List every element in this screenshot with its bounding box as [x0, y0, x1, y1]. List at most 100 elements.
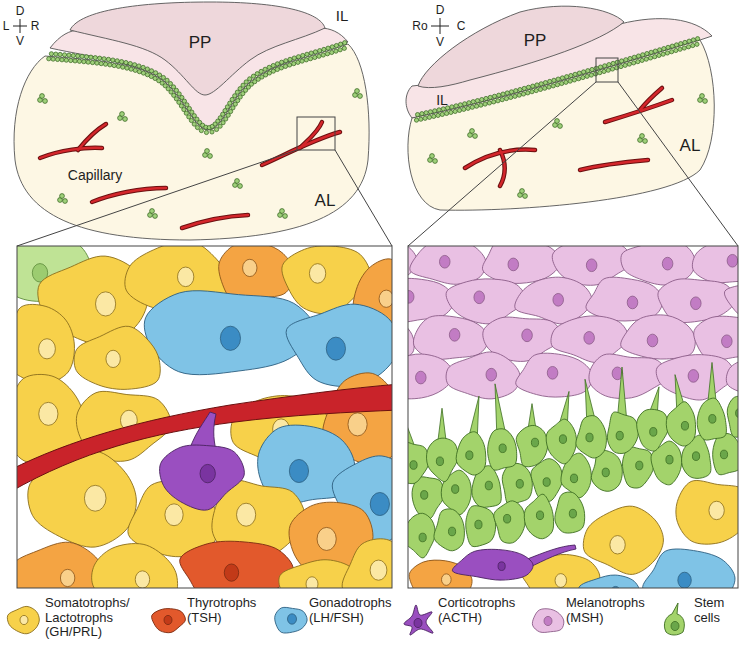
- stem-cell-dot: [292, 56, 296, 60]
- stem-cell-dot: [112, 63, 116, 67]
- stem-cell-dot: [296, 55, 300, 59]
- stem-cell-dot: [283, 214, 288, 219]
- cell-nucleus: [348, 413, 367, 436]
- cell-body: [676, 480, 738, 544]
- cell-nucleus: [584, 332, 595, 345]
- legend-swatch: [275, 607, 307, 633]
- capillary: [605, 100, 672, 122]
- stem-cell-dot: [321, 53, 325, 57]
- capillaries: [40, 88, 672, 228]
- cell-body: [466, 506, 496, 547]
- intermediate-lobe-detail: [408, 246, 738, 588]
- stem-cell-dot: [645, 51, 649, 55]
- stem-cell-dot: [615, 60, 619, 64]
- cell-nucleus: [370, 492, 389, 515]
- stem-cell-dot: [662, 47, 666, 51]
- stem-cell-dot: [238, 87, 242, 91]
- axis-line: [13, 26, 27, 27]
- cell-nucleus: [681, 421, 688, 430]
- stem-cell-dot: [683, 40, 687, 44]
- legend-text: Melanotrophs (MSH): [566, 596, 650, 625]
- cell-body: [160, 445, 245, 510]
- stem-cell-dot: [161, 75, 165, 79]
- stem-cell-dot: [623, 63, 627, 67]
- stem-cell-row: [414, 37, 699, 123]
- legend-item: Stem cells: [656, 596, 744, 642]
- cell-nucleus: [289, 459, 308, 482]
- stem-cell-dot: [636, 54, 640, 58]
- stem-cell-dot: [462, 107, 466, 111]
- stem-cell-dot: [696, 37, 700, 41]
- cell-body: [408, 442, 429, 484]
- stem-cell-dot: [157, 73, 161, 77]
- stem-cell-dot: [428, 110, 432, 114]
- legend-text: Somatotrophs/ Lactotrophs (GH/PRL): [45, 596, 141, 640]
- stem-cell-dot: [526, 91, 530, 95]
- zoom-box: [596, 58, 618, 82]
- stem-cell-dot: [77, 59, 81, 63]
- cell-nucleus: [439, 255, 450, 268]
- stem-cell-dot: [520, 189, 525, 194]
- legend-text: Stem cells: [694, 596, 744, 625]
- stem-cell-dot: [488, 95, 492, 99]
- stem-cell-dot: [208, 154, 213, 159]
- cell-nucleus: [317, 527, 336, 550]
- stem-cell-dot: [430, 154, 435, 159]
- stem-cell-dot: [80, 54, 84, 58]
- stem-cell-dot: [450, 105, 454, 109]
- cell-nucleus: [408, 291, 414, 304]
- stem-cell-dot: [55, 57, 59, 61]
- cell-nucleus: [727, 254, 738, 267]
- stem-cell-dot: [538, 87, 542, 91]
- stem-cell-dot: [153, 214, 158, 219]
- cell-body: [637, 409, 669, 451]
- stem-cell-dot: [153, 71, 157, 75]
- cell-nucleus: [410, 461, 417, 470]
- stem-cell-dot: [49, 52, 53, 56]
- stem-cell-dot: [95, 61, 99, 65]
- stem-cell-dot: [678, 47, 682, 51]
- stem-cell-dot: [99, 62, 103, 66]
- cell-nucleus: [504, 514, 511, 523]
- stem-cell-dot: [189, 118, 193, 122]
- stem-cell-dot: [71, 53, 75, 57]
- stem-cell-dot: [560, 81, 564, 85]
- stem-cell-dot: [628, 56, 632, 60]
- stem-cell-dot: [547, 85, 551, 89]
- cell-body: [410, 246, 486, 284]
- stem-cell-dot: [674, 48, 678, 52]
- cell-body: [434, 509, 464, 551]
- stem-cell-dot: [82, 60, 86, 64]
- lobe-label: AL: [680, 137, 701, 154]
- stem-cell-dot: [695, 42, 699, 46]
- cell-nucleus: [200, 464, 215, 482]
- cell-body: [546, 419, 576, 464]
- cell-nucleus: [671, 621, 679, 630]
- cell-nucleus: [709, 415, 716, 424]
- stem-cell-dot: [301, 53, 305, 57]
- stem-cell-dot: [121, 65, 125, 69]
- stem-cell-dot: [69, 58, 73, 62]
- cell-nucleus: [678, 572, 691, 588]
- orientation-letter: Ro: [412, 20, 427, 32]
- stem-cell-dot: [129, 67, 133, 71]
- cell-nucleus: [379, 290, 392, 307]
- stem-cell-dot: [419, 117, 423, 121]
- stem-cell-dot: [440, 112, 444, 116]
- capillary: [40, 148, 102, 158]
- stem-cell-dot: [76, 54, 80, 58]
- stem-cell-dot: [133, 63, 137, 67]
- stem-cell-dot: [463, 102, 467, 106]
- stem-cell-dot: [63, 199, 68, 204]
- stem-cell-dot: [484, 96, 488, 100]
- cell-body: [586, 277, 663, 321]
- stem-cell-dot: [627, 62, 631, 66]
- stem-cell-dot: [555, 119, 560, 124]
- cell-body: [516, 353, 593, 397]
- stem-cell-dot: [149, 69, 153, 73]
- stem-cell-dot: [670, 50, 674, 54]
- cell-nucleus: [309, 264, 325, 284]
- lobe-label: PP: [524, 32, 547, 49]
- cell-nucleus: [547, 366, 558, 379]
- cell-body: [727, 396, 738, 437]
